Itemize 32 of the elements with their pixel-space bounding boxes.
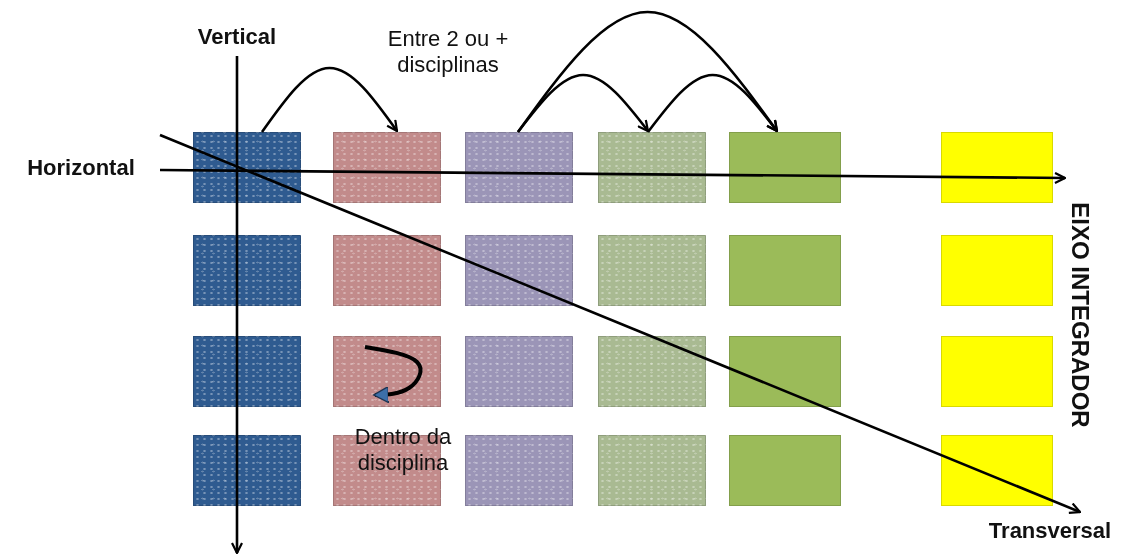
colored-panel (941, 132, 1053, 203)
colored-panel (193, 336, 301, 407)
colored-panel (465, 235, 573, 306)
curved-arrow (364, 345, 423, 404)
colored-panel (465, 435, 573, 506)
axis-label: Transversal (987, 518, 1113, 545)
colored-panel (193, 435, 301, 506)
colored-panel (333, 132, 441, 203)
colored-panel (941, 235, 1053, 306)
colored-panel (333, 235, 441, 306)
axis-title: EIXO INTEGRADOR (1066, 202, 1095, 428)
colored-panel (333, 336, 441, 407)
axis-label: Vertical (196, 24, 278, 51)
colored-panel (729, 336, 841, 407)
curved-arrow (646, 73, 779, 133)
annotation-text: Entre 2 ou + disciplinas (386, 26, 510, 79)
colored-panel (729, 435, 841, 506)
curved-arrow (516, 10, 779, 133)
colored-panel (193, 132, 301, 203)
colored-panel (941, 435, 1053, 506)
curved-arrow (260, 66, 399, 133)
axis-label: Horizontal (26, 155, 136, 182)
colored-panel (598, 336, 706, 407)
colored-panel (193, 235, 301, 306)
colored-panel (465, 132, 573, 203)
colored-panel (598, 435, 706, 506)
colored-panel (598, 132, 706, 203)
colored-panel (465, 336, 573, 407)
colored-panel (598, 235, 706, 306)
colored-panel (729, 132, 841, 203)
colored-panel (941, 336, 1053, 407)
colored-panel (729, 235, 841, 306)
